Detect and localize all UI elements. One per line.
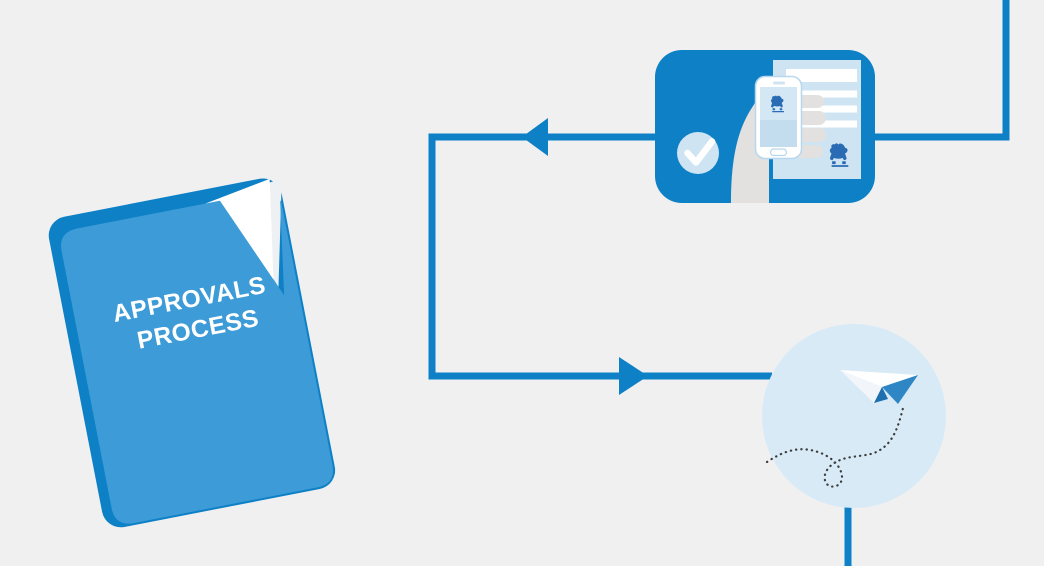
arrowhead-left-icon	[522, 118, 548, 156]
phone-speaker	[773, 81, 785, 85]
document-text-block	[786, 69, 857, 82]
approval-card	[655, 50, 875, 203]
plane-fold	[874, 387, 888, 403]
document-text-line	[786, 105, 857, 113]
hand-finger	[795, 128, 826, 142]
paper-plane-icon	[840, 370, 918, 404]
check-circle	[677, 132, 719, 174]
phone-screen-bottom	[760, 120, 797, 147]
hand-finger	[795, 111, 826, 125]
document-text-line	[786, 90, 857, 98]
arrowhead-right-icon	[619, 357, 648, 395]
connector-top-right	[872, 0, 1010, 141]
plane-keel	[882, 375, 918, 404]
plane-top-wing	[840, 370, 918, 387]
folder-front-cover	[61, 200, 333, 524]
plane-left-fin	[840, 370, 882, 403]
folder-illustration: APPROVALS PROCESS	[48, 178, 336, 528]
flight-trail	[765, 406, 905, 488]
phone-home-button	[769, 148, 788, 157]
flow-connectors	[428, 0, 1010, 566]
checkmark-icon	[684, 138, 716, 166]
phone-icon	[754, 75, 803, 160]
send-circle	[762, 324, 946, 508]
send-circle-background	[762, 324, 946, 508]
